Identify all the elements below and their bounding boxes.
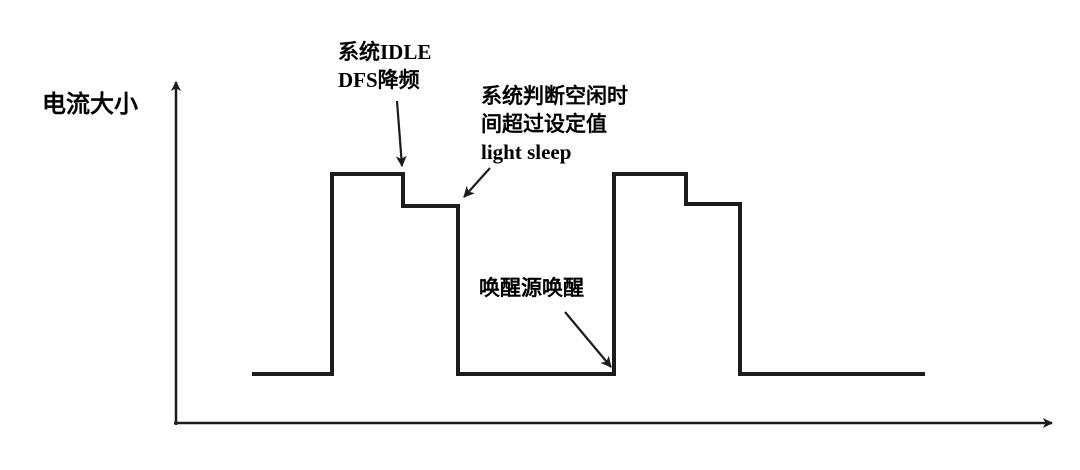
annotation-wakeup: 唤醒源唤醒 [479, 274, 584, 302]
y-axis-label: 电流大小 [42, 90, 138, 118]
current-waveform [252, 172, 925, 376]
annotation-arrows [395, 100, 612, 368]
annotation-light-sleep: 系统判断空闲时 间超过设定值 light sleep [481, 82, 628, 166]
annotation-light-sleep-line2: 间超过设定值 [481, 112, 607, 136]
annotation-light-sleep-line1: 系统判断空闲时 [481, 84, 628, 108]
idle-dfs-arrow [395, 100, 407, 167]
annotation-idle-dfs: 系统IDLE DFS降频 [338, 38, 431, 94]
light-sleep-arrow [463, 167, 491, 198]
annotation-wakeup-line1: 唤醒源唤醒 [479, 276, 584, 300]
annotation-idle-dfs-line1: 系统IDLE [338, 40, 432, 64]
annotation-idle-dfs-line2: DFS降频 [338, 68, 420, 92]
wakeup-arrow [564, 311, 612, 368]
annotation-light-sleep-line3: light sleep [481, 140, 572, 164]
